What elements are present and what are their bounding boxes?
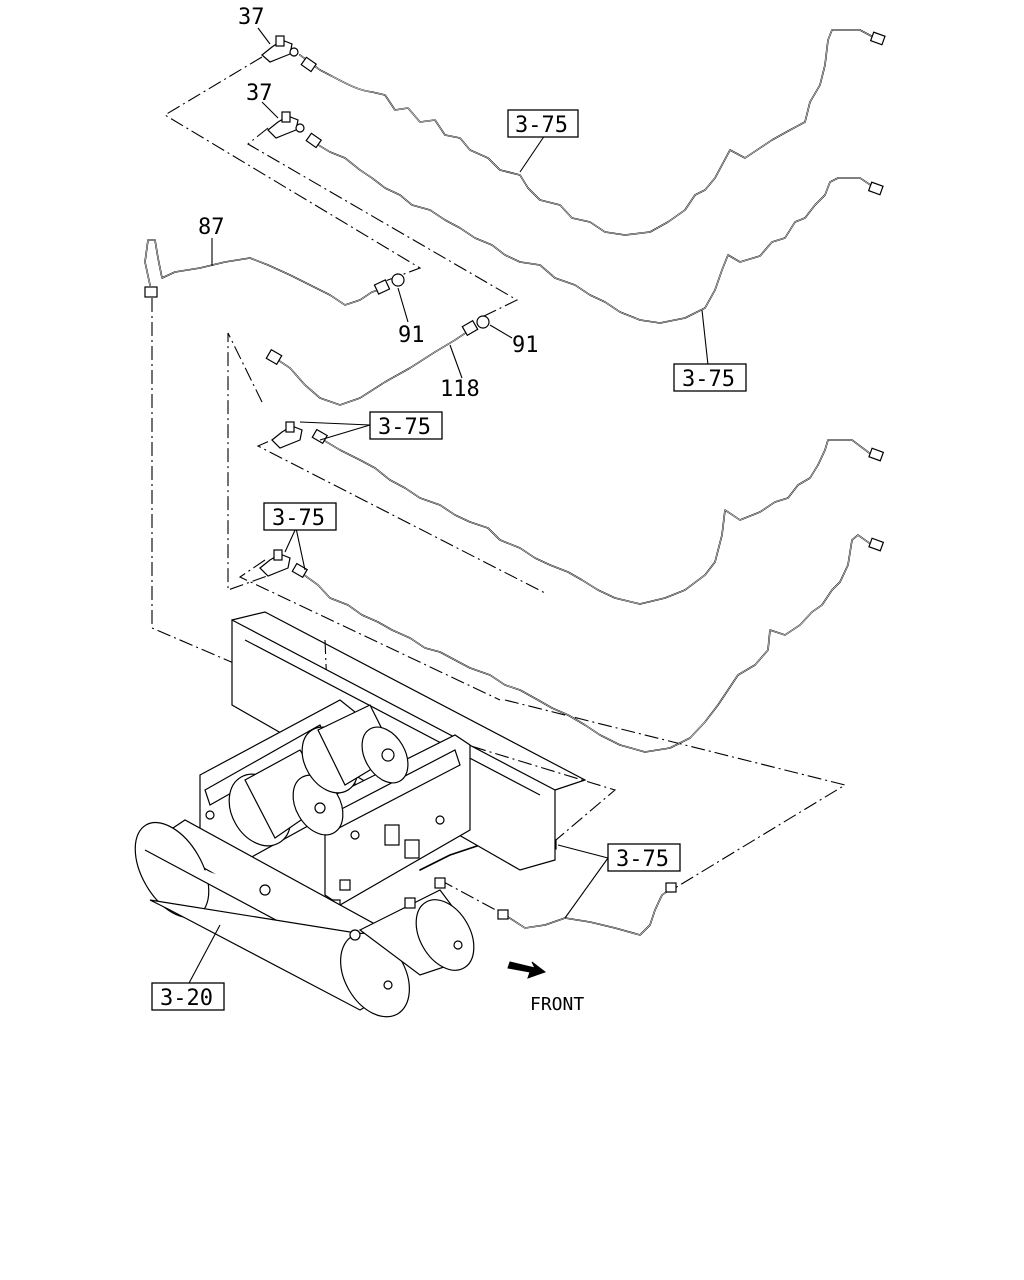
callout-37-top: 37: [238, 5, 265, 30]
brake-pipe-2: [305, 132, 884, 324]
brake-pipe-3: [311, 428, 885, 605]
ref-3-75-c-text: 3-75: [378, 415, 431, 440]
ref-box-3-75-c: 3-75: [369, 411, 443, 440]
gasket-91-right: [476, 315, 490, 329]
ref-3-75-a-text: 3-75: [515, 113, 568, 138]
callout-37-mid: 37: [246, 81, 273, 106]
ref-box-3-75-b: 3-75: [673, 363, 747, 392]
bracket-assembly: [199, 699, 471, 911]
brake-pipe-4: [291, 534, 885, 753]
callout-87: 87: [198, 215, 225, 240]
callout-91-right: 91: [512, 333, 539, 358]
gasket-91-left: [391, 273, 405, 287]
callout-118: 118: [440, 377, 480, 402]
ref-box-3-75-a: 3-75: [507, 109, 579, 138]
fitting-37-mid: [267, 111, 305, 139]
fitting-3-75-c: [271, 421, 303, 449]
front-arrow-icon: [507, 961, 547, 979]
front-direction: FRONT: [507, 961, 584, 1015]
brake-pipe-1: [299, 29, 886, 236]
pipe-87: [144, 239, 391, 306]
fitting-37-top: [261, 35, 299, 63]
ref-box-3-20: 3-20: [151, 982, 225, 1011]
ref-box-3-75-e: 3-75: [607, 843, 681, 872]
callout-91-left: 91: [398, 323, 425, 348]
pipe-118: [265, 319, 479, 406]
ref-3-75-d-text: 3-75: [272, 506, 325, 531]
ref-3-20-text: 3-20: [160, 986, 213, 1011]
ref-3-75-b-text: 3-75: [682, 367, 735, 392]
leader-lines: [187, 27, 709, 986]
ref-3-75-e-text: 3-75: [616, 847, 669, 872]
front-label: FRONT: [530, 994, 584, 1015]
air-tanks: [134, 819, 475, 1018]
fitting-3-75-d: [259, 549, 291, 577]
ref-box-3-75-d: 3-75: [263, 502, 337, 531]
